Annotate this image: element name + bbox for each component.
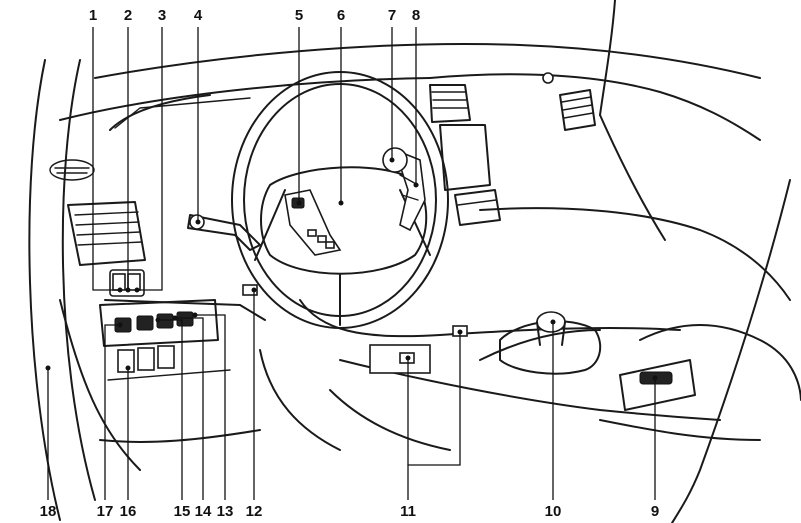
part-dots [45, 157, 658, 381]
callout-11: 11 [400, 503, 416, 520]
callout-6: 6 [337, 7, 345, 24]
callout-3: 3 [158, 7, 166, 24]
callout-12: 12 [246, 503, 263, 520]
console-parts [369, 311, 696, 411]
callout-7: 7 [388, 7, 396, 24]
callout-9: 9 [651, 503, 659, 520]
callout-1: 1 [89, 7, 97, 24]
callout-10: 10 [545, 503, 562, 520]
callout-5: 5 [295, 7, 303, 24]
callout-16: 16 [120, 503, 137, 520]
dashboard-outline [28, 0, 801, 523]
left-vent [49, 159, 146, 266]
column-and-stalks [187, 214, 261, 296]
leader-lines [47, 27, 656, 500]
callout-2: 2 [124, 7, 132, 24]
callout-17: 17 [97, 503, 114, 520]
callout-4: 4 [194, 7, 203, 24]
callout-18: 18 [40, 503, 57, 520]
left-switch-panel [99, 269, 231, 381]
callout-14: 14 [195, 503, 212, 520]
center-stack [382, 72, 596, 226]
callout-15: 15 [174, 503, 191, 520]
callout-8: 8 [412, 7, 420, 24]
callout-13: 13 [217, 503, 234, 520]
callout-labels: 1 2 3 4 5 6 7 8 9 10 11 12 13 14 15 16 1… [40, 7, 660, 520]
